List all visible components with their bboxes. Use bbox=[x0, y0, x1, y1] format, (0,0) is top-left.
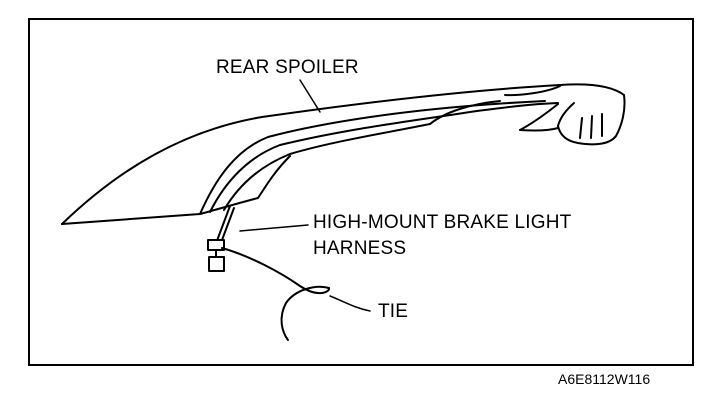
leader-lines bbox=[239, 79, 371, 312]
label-harness: HARNESS bbox=[313, 238, 407, 259]
label-brake-light: HIGH-MOUNT BRAKE LIGHT bbox=[313, 212, 572, 233]
figure-code: A6E8112W116 bbox=[558, 371, 651, 387]
label-tie: TIE bbox=[378, 301, 409, 322]
brake-light-harness bbox=[207, 205, 330, 341]
rear-spoiler-outline bbox=[61, 83, 626, 225]
diagram-frame bbox=[28, 18, 694, 366]
leader-brake-light bbox=[239, 224, 309, 232]
leader-tie bbox=[329, 295, 371, 312]
label-rear-spoiler: REAR SPOILER bbox=[216, 57, 359, 78]
leader-rear-spoiler bbox=[299, 79, 321, 113]
